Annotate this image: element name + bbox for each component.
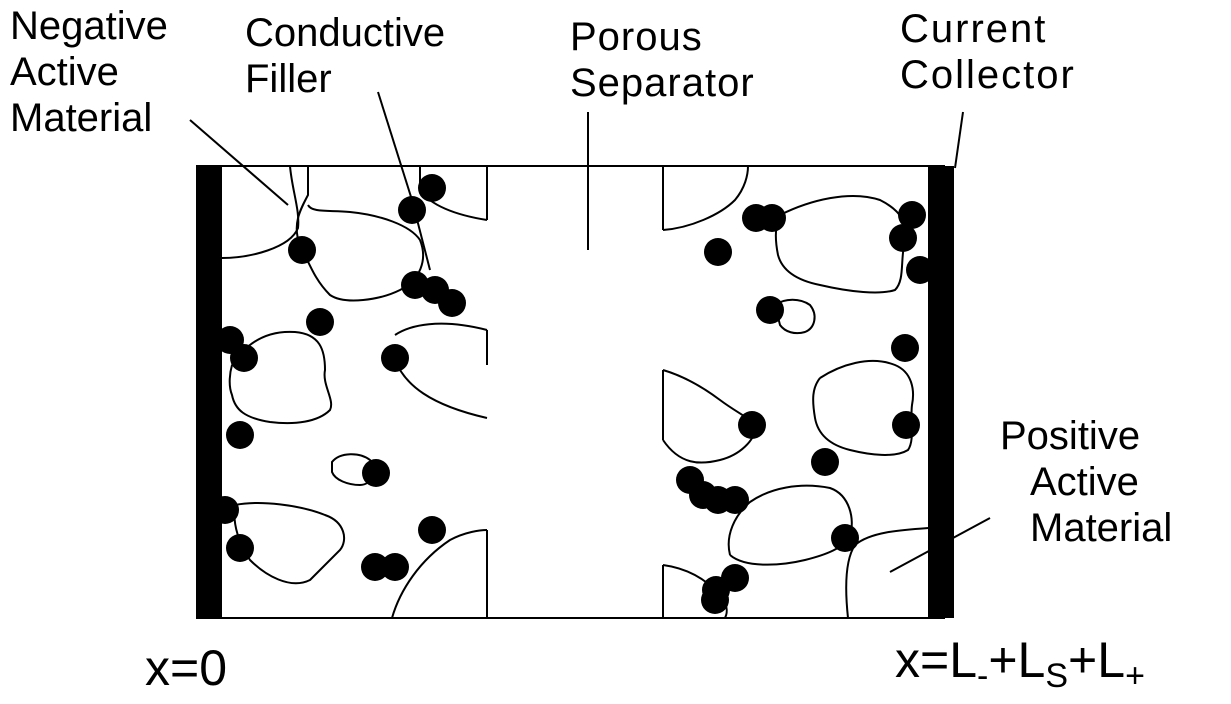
pos-particle-1 — [662, 165, 749, 231]
negative-label-line1: Negative — [10, 4, 168, 48]
cell-outline — [196, 165, 945, 619]
neg-particle-1 — [221, 165, 300, 259]
conductive-filler-label: Conductive Filler — [245, 10, 445, 102]
collector-label-line1: Current — [900, 7, 1048, 51]
positive-active-particles — [662, 165, 929, 619]
neg-particle-9 — [391, 529, 488, 619]
neg-particle-5 — [394, 322, 488, 336]
conductive-filler-particles — [211, 174, 934, 614]
conductive-filler-blob — [811, 448, 839, 476]
conductive-filler-blob — [362, 459, 390, 487]
positive-leader — [889, 517, 991, 573]
conductive-filler-blob — [758, 204, 786, 232]
current-collector-label: Current Collector — [900, 6, 1076, 98]
conductive-filler-blob — [226, 421, 254, 449]
axis-right-sub-minus: - — [977, 657, 989, 695]
axis-left-label: x=0 — [145, 640, 228, 696]
filler-leader — [377, 91, 413, 201]
conductive-filler-blob — [906, 256, 934, 284]
pos-particle-5 — [812, 359, 914, 456]
pos-particle-3 — [773, 298, 816, 335]
neg-particle-6 — [394, 359, 488, 419]
negative-label-line3: Material — [10, 96, 153, 140]
axis-right-sub-plus: + — [1125, 657, 1145, 695]
conductive-filler-blob — [226, 534, 254, 562]
negative-leader — [189, 119, 289, 206]
collector-leader — [954, 111, 964, 169]
separator-label-line1: Porous — [570, 15, 703, 59]
conductive-filler-blob — [889, 224, 917, 252]
conductive-filler-blob — [381, 553, 409, 581]
conductive-filler-blob — [702, 576, 730, 604]
conductive-filler-blob — [704, 238, 732, 266]
conductive-filler-blob — [398, 196, 426, 224]
collector-label-line2: Collector — [900, 53, 1076, 97]
positive-label-line1: Positive — [1000, 414, 1141, 458]
conductive-filler-blob — [831, 524, 859, 552]
filler-label-line2: Filler — [245, 57, 332, 101]
filler-leader-2 — [411, 199, 431, 271]
conductive-filler-blob — [230, 344, 258, 372]
separator-walls — [486, 166, 664, 618]
axis-right-sub-s: S — [1045, 657, 1069, 695]
conductive-filler-blob — [756, 296, 784, 324]
conductive-filler-blob — [438, 289, 466, 317]
negative-current-collector — [196, 166, 222, 618]
axis-right-label: x=L-+LS+L+ — [895, 632, 1145, 704]
conductive-filler-blob — [418, 516, 446, 544]
pos-particle-2 — [774, 194, 908, 294]
positive-label-line3: Material — [1030, 506, 1173, 550]
porous-separator-label: Porous Separator — [570, 14, 755, 106]
positive-active-material-label: Positive Active Material — [1000, 413, 1172, 551]
conductive-filler-blob — [892, 411, 920, 439]
conductive-filler-blob — [898, 201, 926, 229]
axis-right-prefix: x=L — [895, 632, 978, 688]
negative-label-line2: Active — [10, 50, 119, 94]
negative-active-material-label: Negative Active Material — [10, 3, 168, 141]
conductive-filler-blob — [361, 553, 389, 581]
positive-current-collector — [928, 166, 954, 618]
pos-particle-6 — [727, 484, 853, 566]
conductive-filler-blob — [418, 174, 446, 202]
negative-active-particles — [221, 165, 488, 619]
positive-label-line2: Active — [1030, 460, 1139, 504]
conductive-filler-blob — [891, 334, 919, 362]
conductive-filler-blob — [288, 236, 316, 264]
axis-right-plus1: +L — [988, 632, 1046, 688]
separator-label-line2: Separator — [570, 61, 755, 105]
neg-particle-8 — [233, 502, 346, 585]
conductive-filler-blob — [738, 411, 766, 439]
conductive-filler-blob — [306, 308, 334, 336]
axis-right-plus2: +L — [1068, 632, 1126, 688]
filler-label-line1: Conductive — [245, 11, 446, 55]
conductive-filler-blob — [721, 486, 749, 514]
leader-lines — [189, 91, 991, 573]
conductive-filler-blob — [381, 344, 409, 372]
neg-particle-4 — [228, 330, 333, 425]
conductive-filler-blob — [211, 496, 239, 524]
